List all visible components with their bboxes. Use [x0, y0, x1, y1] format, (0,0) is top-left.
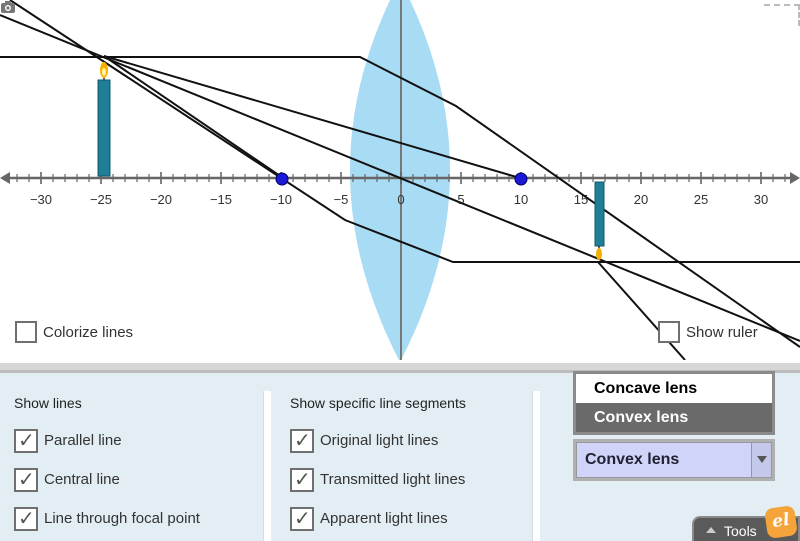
camera-icon[interactable]	[0, 0, 16, 14]
central-line-option[interactable]: Central line	[14, 460, 200, 499]
apparent-ray-2	[103, 55, 284, 179]
colorize-lines-label: Colorize lines	[43, 323, 134, 341]
transmitted-lines-option[interactable]: Transmitted light lines	[290, 460, 466, 499]
show-lines-title: Show lines	[14, 395, 82, 411]
menu-option-concave[interactable]: Concave lens	[594, 380, 698, 397]
axis-tick-label: 20	[634, 192, 648, 207]
column-divider	[532, 391, 540, 541]
focal-point-left[interactable]	[275, 172, 289, 186]
triangle-up-icon	[706, 527, 716, 533]
focal-line-checkbox[interactable]	[14, 506, 38, 531]
axis-tick-label: −10	[270, 192, 292, 207]
apparent-lines-option[interactable]: Apparent light lines	[290, 499, 466, 538]
transmitted-lines-label: Transmitted light lines	[320, 471, 466, 488]
focal-point-right[interactable]	[514, 172, 528, 186]
line-segments-group: Show specific line segments Original lig…	[290, 395, 466, 538]
central-line-label: Central line	[44, 471, 120, 488]
parallel-line-checkbox[interactable]	[14, 428, 38, 453]
original-lines-label: Original light lines	[320, 432, 439, 449]
panel-divider	[0, 363, 800, 370]
focal-line-option[interactable]: Line through focal point	[14, 499, 200, 538]
transmitted-lines-checkbox[interactable]	[290, 467, 314, 492]
original-lines-option[interactable]: Original light lines	[290, 421, 466, 460]
original-lines-checkbox[interactable]	[290, 428, 314, 453]
colorize-lines-checkbox[interactable]	[15, 321, 37, 343]
central-ray	[0, 14, 800, 342]
axis-tick-label: 10	[514, 192, 528, 207]
axis-tick-label: −25	[90, 192, 112, 207]
axis-tick-label: −15	[210, 192, 232, 207]
image-candle	[594, 181, 605, 260]
axis-arrow-right	[790, 172, 800, 184]
colorize-lines-toggle[interactable]: Colorize lines	[15, 321, 133, 343]
explorelearning-logo: el	[764, 505, 798, 539]
axis-tick-label: −5	[334, 192, 349, 207]
axis-tick-label: 30	[754, 192, 768, 207]
parallel-line-label: Parallel line	[44, 432, 122, 449]
parallel-ray	[0, 56, 800, 348]
tools-label: Tools	[724, 523, 757, 539]
axis-tick-label: 5	[457, 192, 464, 207]
apparent-ray-3	[597, 261, 686, 360]
apparent-lines-checkbox[interactable]	[290, 506, 314, 531]
axis-tick-label: 25	[694, 192, 708, 207]
lens-type-menu[interactable]: Concave lens Convex lens	[573, 371, 775, 435]
parallel-line-option[interactable]: Parallel line	[14, 421, 200, 460]
show-ruler-checkbox[interactable]	[658, 321, 680, 343]
show-lines-group: Show lines Parallel line Central line Li…	[14, 395, 200, 538]
light-rays	[0, 0, 800, 360]
menu-option-convex[interactable]: Convex lens	[576, 403, 772, 432]
flame-icon	[596, 248, 602, 260]
show-ruler-toggle[interactable]: Show ruler	[658, 321, 758, 343]
screenshot-frame	[764, 4, 800, 26]
axis-tick-label: 0	[397, 192, 404, 207]
lens-type-select-box[interactable]: Convex lens	[576, 442, 772, 478]
chevron-down-icon[interactable]	[751, 443, 771, 477]
axis-minor-ticks	[16, 172, 786, 184]
lens-type-select[interactable]: Convex lens	[573, 439, 775, 481]
object-candle[interactable]	[97, 62, 111, 177]
apparent-lines-label: Apparent light lines	[320, 510, 448, 527]
line-segments-title: Show specific line segments	[290, 395, 466, 411]
apparent-ray-1	[103, 55, 521, 179]
axis-tick-label: −30	[30, 192, 52, 207]
central-line-checkbox[interactable]	[14, 467, 38, 492]
show-ruler-label: Show ruler	[686, 323, 758, 341]
axis-arrow-left	[0, 172, 10, 184]
column-divider	[263, 391, 271, 541]
axis-tick-label: −20	[150, 192, 172, 207]
lens-type-value: Convex lens	[585, 451, 680, 468]
focal-line-label: Line through focal point	[44, 510, 200, 527]
